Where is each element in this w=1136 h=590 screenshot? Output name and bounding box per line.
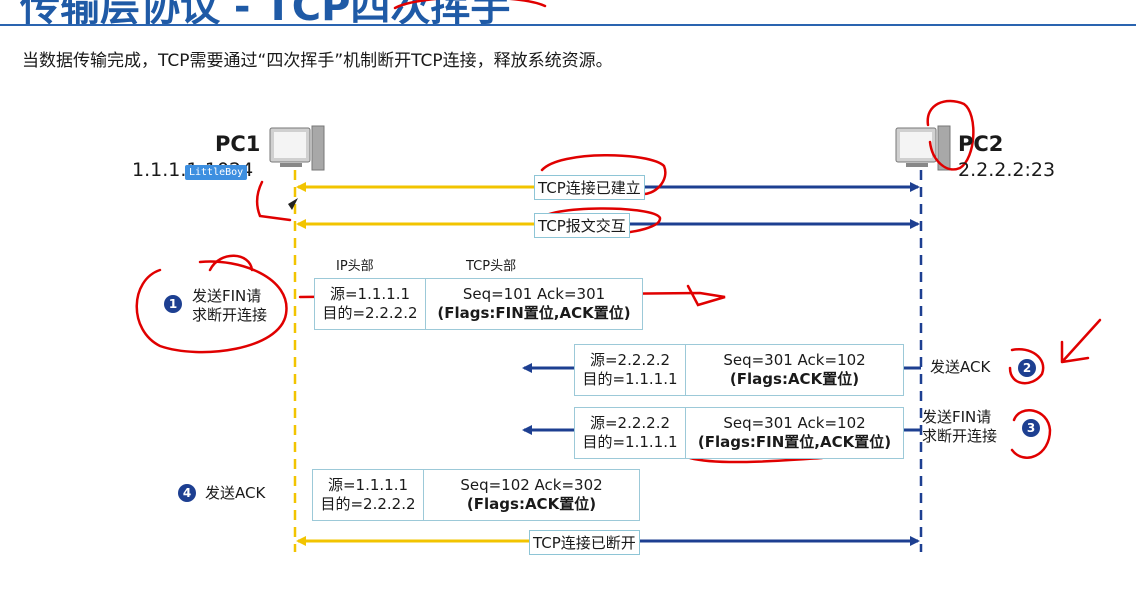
tcp-header-label: TCP头部 <box>466 259 517 274</box>
tcp-header: Seq=102 Ack=302 (Flags:ACK置位) <box>460 476 603 513</box>
exchange-label: TCP报文交互 <box>534 213 630 238</box>
ip-header-label: IP头部 <box>336 259 374 274</box>
step-1-badge: 1 <box>164 295 182 313</box>
title-divider <box>0 24 1136 26</box>
tcp-header: Seq=301 Ack=102 (Flags:FIN置位,ACK置位) <box>697 414 892 451</box>
pc1-computer-icon <box>269 125 325 171</box>
step-2-text: 发送ACK <box>930 358 991 376</box>
ip-header: 源=2.2.2.2 目的=1.1.1.1 <box>575 345 686 395</box>
overlay-tag: LittleBoy <box>185 165 248 180</box>
step-1-text: 发送FIN请 求断开连接 <box>192 287 268 324</box>
ip-header: 源=1.1.1.1 目的=2.2.2.2 <box>313 470 424 520</box>
intro-text: 当数据传输完成，TCP需要通过“四次挥手”机制断开TCP连接，释放系统资源。 <box>22 51 613 71</box>
pc2-computer-icon <box>895 125 951 171</box>
step-1-packet: 源=1.1.1.1 目的=2.2.2.2 Seq=101 Ack=301 (Fl… <box>314 278 643 330</box>
pc1-name: PC1 <box>215 132 261 156</box>
ip-header: 源=1.1.1.1 目的=2.2.2.2 <box>315 279 426 329</box>
slide-title: 传输层协议 - TCP四次挥手 <box>20 0 511 24</box>
closed-label: TCP连接已断开 <box>529 530 640 555</box>
pc2-name: PC2 <box>958 132 1004 156</box>
step-3-text: 发送FIN请 求断开连接 <box>922 408 998 445</box>
ip-header: 源=2.2.2.2 目的=1.1.1.1 <box>575 408 686 458</box>
cursor-icon <box>288 198 298 210</box>
step-4-badge: 4 <box>178 484 196 502</box>
step-3-packet: 源=2.2.2.2 目的=1.1.1.1 Seq=301 Ack=102 (Fl… <box>574 407 904 459</box>
slide-title-strip: 传输层协议 - TCP四次挥手 <box>0 0 1136 24</box>
tcp-header: Seq=301 Ack=102 (Flags:ACK置位) <box>723 351 866 388</box>
step-2-packet: 源=2.2.2.2 目的=1.1.1.1 Seq=301 Ack=102 (Fl… <box>574 344 904 396</box>
tcp-header: Seq=101 Ack=301 (Flags:FIN置位,ACK置位) <box>437 285 631 322</box>
pc2-address: 2.2.2.2:23 <box>958 159 1056 181</box>
step-4-packet: 源=1.1.1.1 目的=2.2.2.2 Seq=102 Ack=302 (Fl… <box>312 469 640 521</box>
step-4-text: 发送ACK <box>205 484 266 502</box>
step-2-badge: 2 <box>1018 359 1036 377</box>
step-3-badge: 3 <box>1022 419 1040 437</box>
established-label: TCP连接已建立 <box>534 175 645 200</box>
